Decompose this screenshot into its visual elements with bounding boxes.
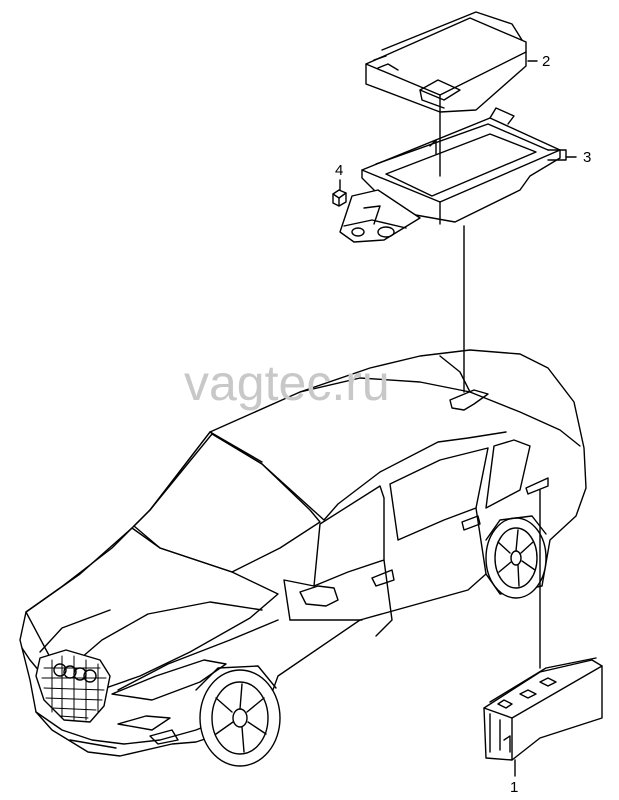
watermark-text: vagtec.ru — [184, 355, 390, 411]
part-2-module-cover[interactable] — [365, 11, 527, 113]
rear-wheel — [485, 515, 547, 599]
callout-part-3: 3 — [583, 149, 591, 166]
front-wheel — [195, 665, 281, 767]
part-1-control-module[interactable] — [483, 657, 603, 761]
callout-part-4: 4 — [335, 162, 343, 179]
callout-part-2: 2 — [542, 53, 550, 70]
part-3-control-module-bracket[interactable] — [339, 107, 567, 243]
vehicle-outline — [19, 349, 587, 767]
part-4-nut[interactable] — [332, 189, 347, 207]
brand-rings-icon — [53, 663, 97, 683]
leader-lines — [339, 60, 577, 777]
callout-part-1: 1 — [510, 779, 518, 796]
